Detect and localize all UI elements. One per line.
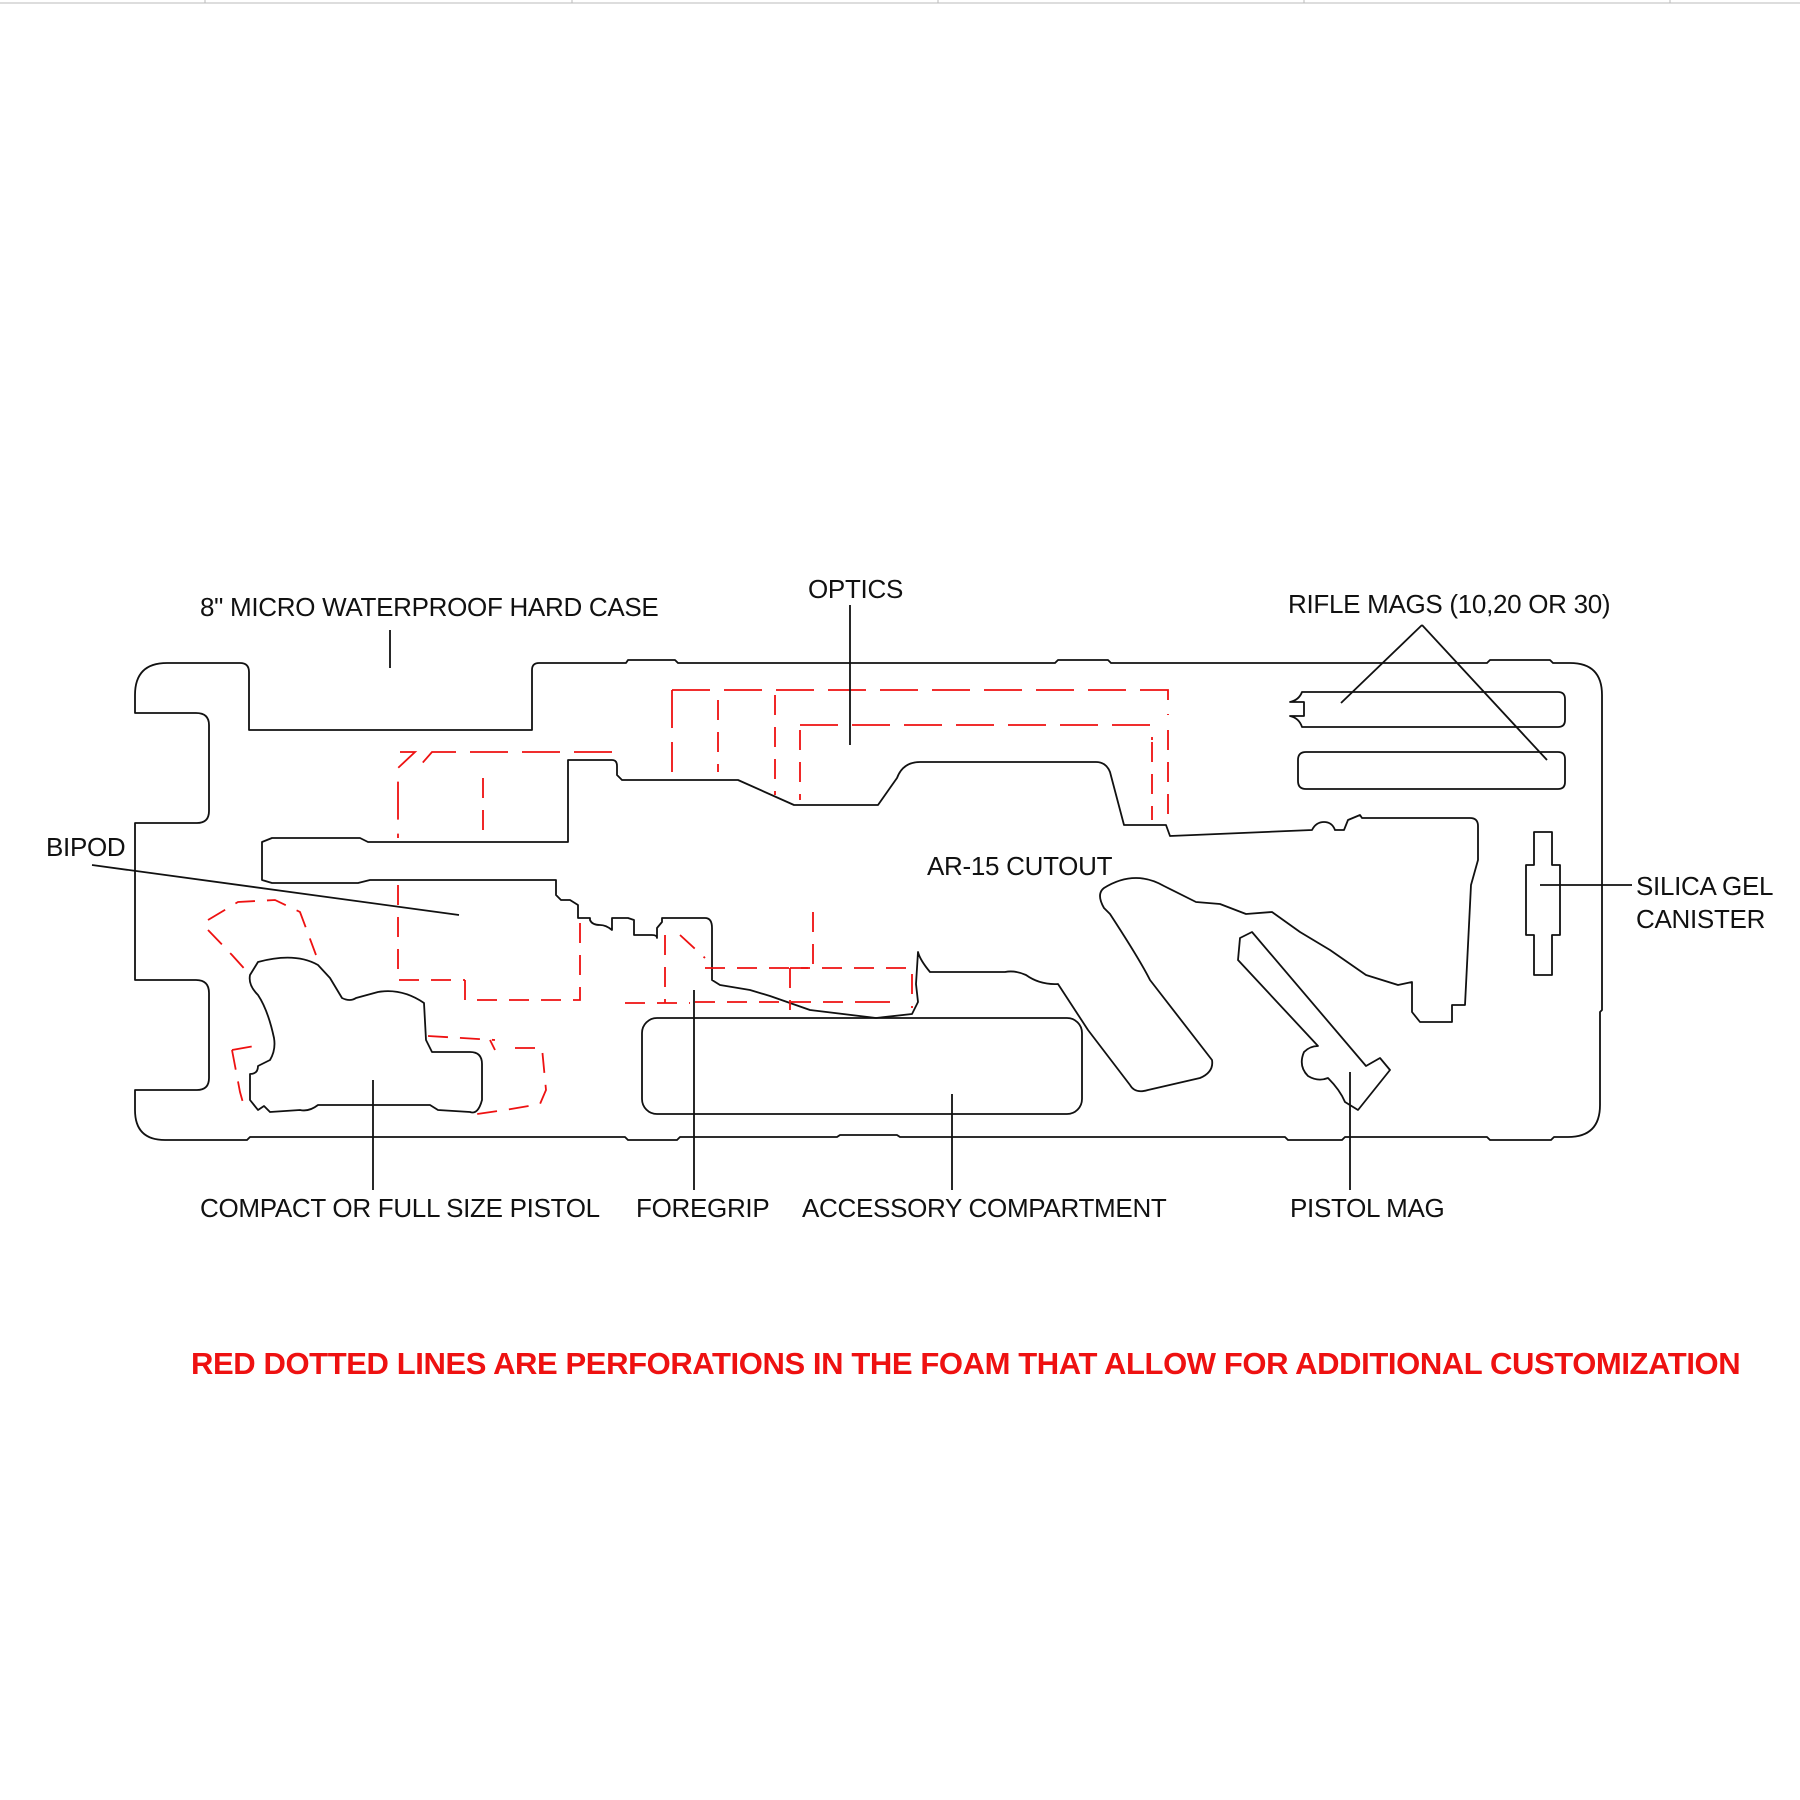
leader-lines bbox=[91, 605, 1632, 1190]
pistol-mag-label: PISTOL MAG bbox=[1290, 1193, 1445, 1223]
ar15-main-outline bbox=[261, 759, 1479, 1093]
bipod-label: BIPOD bbox=[46, 832, 125, 862]
accessory-compartment-cutout bbox=[641, 1017, 1083, 1115]
rifle-mag-cutout-upper bbox=[1289, 691, 1566, 728]
foregrip-label: FOREGRIP bbox=[636, 1193, 769, 1223]
ar15-cutout-label: AR-15 CUTOUT bbox=[927, 851, 1113, 881]
silica-gel-cutout bbox=[1525, 831, 1561, 976]
accessory-compartment-label: ACCESSORY COMPARTMENT bbox=[802, 1193, 1167, 1223]
perforation-note: RED DOTTED LINES ARE PERFORATIONS IN THE… bbox=[191, 1346, 1740, 1381]
rifle-mags-label: RIFLE MAGS (10,20 OR 30) bbox=[1288, 589, 1610, 619]
optics-label: OPTICS bbox=[808, 574, 903, 604]
perforations bbox=[207, 689, 1169, 1116]
silica-gel-label-line1: SILICA GEL bbox=[1636, 871, 1773, 901]
case-outline bbox=[134, 659, 1603, 1141]
pistol-label: COMPACT OR FULL SIZE PISTOL bbox=[200, 1193, 600, 1223]
pistol-mag-cutout bbox=[1237, 931, 1391, 1111]
top-border bbox=[0, 0, 1800, 4]
case-label: 8" MICRO WATERPROOF HARD CASE bbox=[200, 592, 658, 622]
pistol-cutout bbox=[248, 956, 483, 1114]
rifle-mag-cutout-lower bbox=[1297, 751, 1566, 790]
silica-gel-label-line2: CANISTER bbox=[1636, 904, 1765, 934]
